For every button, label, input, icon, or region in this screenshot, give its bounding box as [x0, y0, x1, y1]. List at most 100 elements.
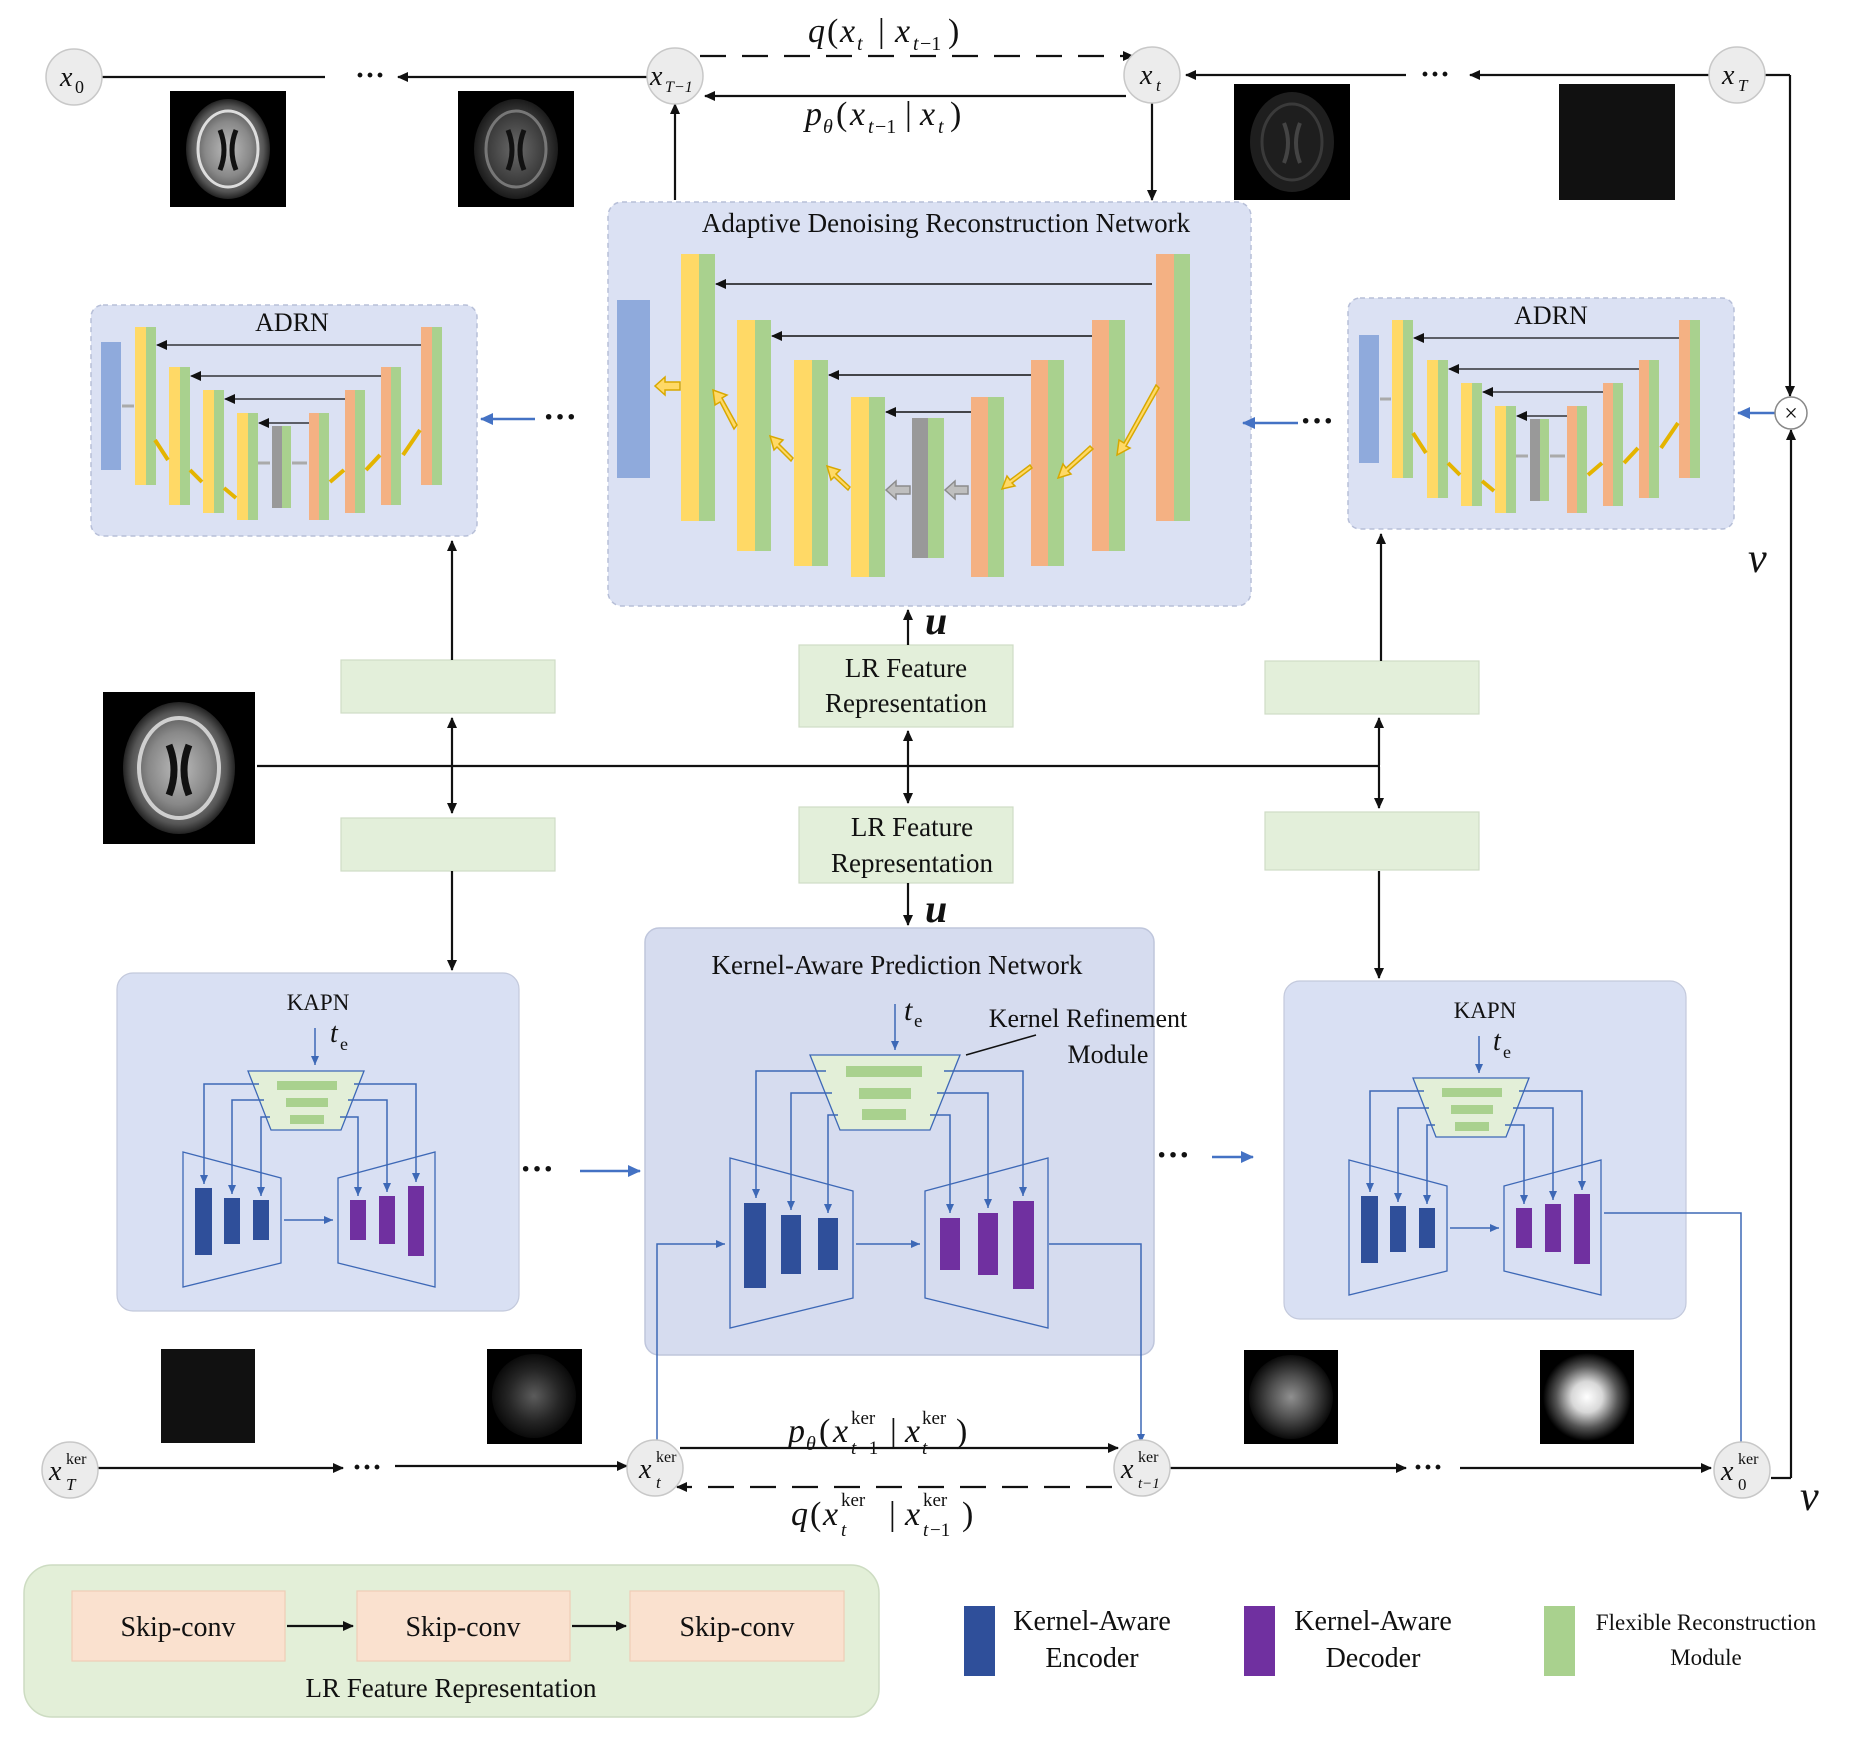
v-label-bottom: v: [1800, 1474, 1819, 1520]
node-kt-sup: ker: [656, 1449, 677, 1466]
svg-text:(: (: [836, 96, 847, 133]
noise-image-xT: [1559, 84, 1675, 200]
svg-text:x: x: [849, 96, 865, 133]
lr-feature-top-line2: Representation: [825, 688, 987, 718]
legend-skip-conv-3: Skip-conv: [679, 1612, 794, 1643]
kapn-flow-arrows: ··· ···: [520, 1137, 1254, 1188]
legend-skip-conv-1: Skip-conv: [120, 1612, 235, 1643]
node-xT1-label: x: [649, 61, 663, 92]
v-label-top: v: [1748, 536, 1767, 582]
svg-text:(: (: [827, 13, 838, 50]
legend-flexible-line1: Flexible Reconstruction: [1596, 1610, 1817, 1635]
adrn-center-panel: Adaptive Denoising Reconstruction Networ…: [607, 201, 1252, 607]
node-xT-label: x: [1721, 60, 1735, 91]
svg-text:−1: −1: [858, 1438, 878, 1459]
svg-text:(: (: [819, 1413, 830, 1450]
brain-image-lr-input: [103, 692, 255, 844]
brain-image-xT1: [458, 91, 574, 207]
node-k0: x ker 0: [1713, 1441, 1771, 1499]
svg-text:p: p: [786, 1413, 805, 1450]
kapn-center-te-sub: e: [914, 1011, 922, 1032]
svg-text:x: x: [919, 96, 935, 133]
lr-feature-top: LR Feature Representation: [798, 644, 1014, 728]
node-kt1-sub: t−1: [1138, 1476, 1160, 1492]
svg-text:x: x: [894, 13, 910, 50]
svg-text:q: q: [791, 1496, 808, 1533]
node-kt-label: x: [638, 1454, 652, 1485]
svg-text:θ: θ: [823, 116, 833, 138]
node-kt1-sup: ker: [1138, 1449, 1159, 1466]
lr-feature-top-line1: LR Feature: [845, 653, 967, 683]
node-kT-label: x: [48, 1456, 62, 1487]
top-chain: x 0 x T−1 x t x T ··· ··· q ( x t | x t−…: [45, 13, 1796, 1480]
svg-text:|: |: [890, 1413, 897, 1450]
node-xT1-sub: T−1: [665, 79, 693, 96]
lr-box-left-top: [340, 659, 556, 714]
kapn-left-te-sub: e: [340, 1034, 348, 1054]
node-kt-sub: t: [656, 1473, 662, 1492]
kapn-right-panel: KAPN t e: [1283, 980, 1687, 1320]
node-kT-sub: T: [66, 1475, 77, 1494]
adrn-flow-arrows: ··· ···: [480, 399, 1775, 440]
node-x0-label: x: [59, 62, 73, 93]
svg-text:t: t: [841, 1520, 847, 1541]
kapn-center-panel: Kernel-Aware Prediction Network t e Kern…: [644, 927, 1188, 1356]
svg-text:x: x: [822, 1496, 838, 1533]
multiply-symbol: ×: [1784, 401, 1798, 427]
kapn-connectors: [656, 1212, 1745, 1452]
svg-text:): ): [948, 13, 959, 50]
svg-text:p: p: [803, 96, 822, 133]
node-kT-sup: ker: [66, 1451, 87, 1468]
svg-text:x: x: [839, 13, 855, 50]
node-k0-label: x: [1720, 1456, 1734, 1487]
legend-flexible: Flexible Reconstruction Module: [1544, 1606, 1817, 1676]
lr-feature-bottom-line2: Representation: [831, 848, 993, 878]
svg-text:q: q: [808, 13, 825, 50]
kernel-ellipsis-left: ···: [352, 1451, 382, 1484]
feature-strip: LR Feature Representation LR Feature Rep…: [103, 533, 1480, 979]
equation-q-ker: q ( x ker t | x ker t−1 ): [791, 1490, 973, 1541]
node-xt-label: x: [1139, 60, 1153, 91]
kapn-left-title: KAPN: [287, 990, 350, 1015]
svg-text:): ): [962, 1496, 973, 1533]
legend-lr-feature: Skip-conv Skip-conv Skip-conv LR Feature…: [23, 1564, 880, 1718]
legend-skip-conv-2: Skip-conv: [405, 1612, 520, 1643]
svg-text:): ): [956, 1413, 967, 1450]
legend-decoder-swatch: [1244, 1606, 1275, 1676]
kapn-center-te: t: [904, 994, 913, 1027]
node-kt1: x ker t−1: [1113, 1439, 1171, 1497]
u-label-top: u: [925, 598, 947, 643]
u-label-bottom: u: [925, 886, 947, 931]
kapn-right-title: KAPN: [1454, 998, 1517, 1023]
svg-text:|: |: [905, 96, 912, 133]
adrn-center-unet: [617, 254, 1190, 577]
svg-text:x: x: [904, 1496, 920, 1533]
node-k0-sup: ker: [1738, 1451, 1759, 1468]
legend: Skip-conv Skip-conv Skip-conv LR Feature…: [23, 1564, 1817, 1718]
adrn-flow-ellipsis-right: ···: [1300, 403, 1334, 440]
node-xt-sub: t: [1156, 76, 1162, 95]
kernel-chain: ··· ··· x ker T x ker t x ker t−1 x ker …: [41, 1349, 1819, 1541]
node-xT-sub: T: [1738, 76, 1749, 95]
svg-text:x: x: [904, 1413, 920, 1450]
kernel-image-T: [161, 1349, 255, 1443]
equation-p-ker: p θ ( x ker t−1 | x ker t ): [786, 1408, 967, 1459]
adrn-right-title: ADRN: [1514, 301, 1588, 330]
svg-text:(: (: [810, 1496, 821, 1533]
equation-q-top: q ( x t | x t−1 ): [808, 13, 959, 55]
adrn-left-title: ADRN: [255, 308, 329, 337]
svg-text:ker: ker: [922, 1408, 947, 1429]
kernel-refinement-line2: Module: [1068, 1040, 1149, 1069]
svg-text:ker: ker: [923, 1490, 948, 1511]
kernel-image-0: [1540, 1350, 1634, 1444]
kernel-ellipsis-right: ···: [1413, 1451, 1443, 1484]
brain-image-x0: [170, 91, 286, 207]
legend-lr-feature-label: LR Feature Representation: [306, 1673, 597, 1703]
adrn-left-panel: ADRN: [90, 304, 478, 537]
top-ellipsis-left: ···: [355, 59, 385, 92]
kernel-image-t: [487, 1349, 582, 1444]
legend-encoder: Kernel-Aware Encoder: [964, 1606, 1171, 1676]
node-x0: x 0: [45, 48, 103, 106]
